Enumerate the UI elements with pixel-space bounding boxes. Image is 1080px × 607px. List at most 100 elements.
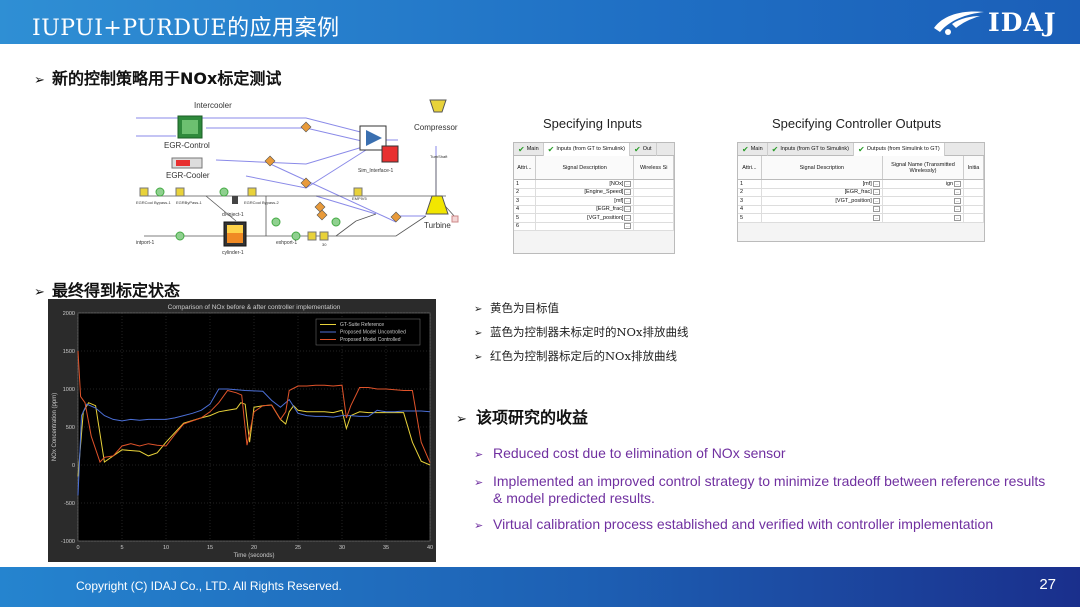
row-index: 5 (738, 214, 762, 222)
cylinder-label: cylinder-1 (222, 250, 244, 256)
table-row[interactable]: 5[VGT_position]... (514, 214, 674, 223)
initial-cell[interactable] (964, 197, 984, 205)
series-line (77, 350, 431, 463)
table-row[interactable]: 4...... (738, 205, 984, 214)
initial-cell[interactable] (964, 188, 984, 196)
y-tick-label: 1500 (63, 349, 75, 355)
arrow-bullet-icon: ➢ (474, 520, 484, 532)
section-heading-benefits: ➢该项研究的收益 (456, 408, 589, 427)
x-tick-label: 35 (383, 545, 389, 551)
signal-cell[interactable]: ... (762, 214, 883, 222)
benefit-item: ➢Virtual calibration process established… (474, 516, 1054, 535)
initial-cell[interactable] (964, 214, 984, 222)
valve-label: EMPIV5 (352, 196, 367, 201)
y-tick-label: 0 (72, 463, 75, 469)
table-row[interactable]: 2[EGR_frac]...... (738, 188, 984, 197)
arrow-bullet-icon: ➢ (474, 352, 483, 363)
wireless-cell[interactable] (634, 214, 674, 222)
check-icon: ✔ (634, 144, 641, 154)
signal-name-cell[interactable]: ... (883, 205, 965, 213)
arrow-bullet-icon: ➢ (34, 72, 45, 87)
table-row[interactable]: 3[mf]... (514, 197, 674, 206)
section-heading-new-strategy: ➢新的控制策略用于NOx标定测试 (34, 69, 282, 88)
column-header: Signal Description (762, 156, 883, 179)
x-tick-label: 0 (76, 545, 79, 551)
valve-label: 30 (322, 242, 327, 247)
signal-cell[interactable]: [EGR_frac]... (536, 205, 635, 213)
signal-name-cell[interactable]: ... (883, 214, 965, 222)
signal-cell[interactable]: ... (762, 205, 883, 213)
y-axis-label: NOx Concentration (ppm) (52, 393, 58, 461)
arrow-bullet-icon: ➢ (34, 284, 45, 299)
signal-cell[interactable]: ... (536, 222, 635, 230)
arrow-bullet-icon: ➢ (456, 412, 467, 427)
wireless-cell[interactable] (634, 197, 674, 205)
signal-cell[interactable]: [mf]... (762, 180, 883, 188)
series-line (77, 388, 431, 496)
wireless-cell[interactable] (634, 188, 674, 196)
x-tick-label: 20 (251, 545, 257, 551)
wireless-cell[interactable] (634, 180, 674, 188)
injector-label: di-inject-1 (222, 212, 244, 218)
row-index: 3 (738, 197, 762, 205)
arrow-bullet-icon: ➢ (474, 328, 483, 339)
column-header: Initia (964, 156, 984, 179)
column-header: Attri... (514, 156, 536, 179)
tab-main[interactable]: ✔Main (738, 143, 768, 156)
column-header: Signal Name (Transmitted Wirelessly) (883, 156, 965, 179)
table-row[interactable]: 1[mf]...ign... (738, 180, 984, 189)
signal-name-cell[interactable]: ign... (883, 180, 965, 188)
check-icon: ✔ (518, 144, 525, 154)
table-row[interactable]: 1[NOx]... (514, 180, 674, 189)
table-row[interactable]: 4[EGR_frac]... (514, 205, 674, 214)
header-bar: IUPUI+PURDUE的应用案例 IDAJ (0, 0, 1080, 44)
check-icon: ✔ (771, 144, 779, 154)
valve-label: EGRByPass-1 (176, 200, 203, 205)
idaj-logo: IDAJ (930, 6, 1058, 38)
table-row[interactable]: 2[Engine_Speed]... (514, 188, 674, 197)
y-tick-label: -1000 (61, 539, 75, 545)
y-tick-label: 2000 (63, 311, 75, 317)
signal-cell[interactable]: [EGR_frac]... (762, 188, 883, 196)
signal-name-cell[interactable]: ... (883, 197, 965, 205)
turbine-label: Turbine (424, 221, 451, 230)
compressor-label: Compressor (414, 123, 458, 132)
table-row[interactable]: 3[VGT_position]...... (738, 197, 984, 206)
tab-inputs[interactable]: ✔Inputs (from GT to Simulink) (543, 143, 630, 156)
signal-name-cell[interactable]: ... (883, 188, 965, 196)
egr-control-label: EGR-Control (164, 141, 210, 150)
signal-cell[interactable]: [NOx]... (536, 180, 635, 188)
table-row[interactable]: 6... (514, 222, 674, 231)
chart-title: Comparison of NOx before & after control… (168, 304, 341, 311)
x-tick-label: 10 (163, 545, 169, 551)
table-row[interactable]: 5...... (738, 214, 984, 223)
x-axis-label: Time (seconds) (233, 553, 274, 559)
signal-cell[interactable]: [mf]... (536, 197, 635, 205)
wireless-cell[interactable] (634, 205, 674, 213)
footer-bar: Copyright (C) IDAJ Co., LTD. All Rights … (0, 567, 1080, 607)
valve-label: EGRCool Bypass-1 (136, 200, 171, 205)
intport-label: intport-1 (136, 240, 155, 246)
signal-cell[interactable]: [VGT_position]... (536, 214, 635, 222)
tab-inputs[interactable]: ✔Inputs (from GT to Simulink) (768, 143, 854, 156)
outputs-table: ✔Main ✔Inputs (from GT to Simulink) ✔Out… (737, 142, 985, 242)
initial-cell[interactable] (964, 180, 984, 188)
row-index: 2 (738, 188, 762, 196)
valve-label: EGRCool Bypass-2 (244, 200, 279, 205)
tab-outputs[interactable]: ✔Outputs (from Simulink to GT) (854, 143, 945, 156)
egr-cooler-label: EGR-Cooler (166, 171, 210, 180)
initial-cell[interactable] (964, 205, 984, 213)
wireless-cell[interactable] (634, 222, 674, 230)
signal-cell[interactable]: [VGT_position]... (762, 197, 883, 205)
tab-main[interactable]: ✔Main (514, 143, 544, 156)
x-tick-label: 5 (120, 545, 123, 551)
check-icon: ✔ (742, 144, 749, 154)
tab-outputs[interactable]: ✔Out (630, 143, 657, 156)
check-icon: ✔ (547, 144, 555, 154)
column-header: Signal Description (536, 156, 635, 179)
arrow-bullet-icon: ➢ (474, 304, 483, 315)
y-tick-label: -500 (64, 501, 75, 507)
section-heading-calibration-state: ➢最终得到标定状态 (34, 281, 181, 300)
inputs-caption: Specifying Inputs (543, 116, 643, 131)
signal-cell[interactable]: [Engine_Speed]... (536, 188, 635, 196)
